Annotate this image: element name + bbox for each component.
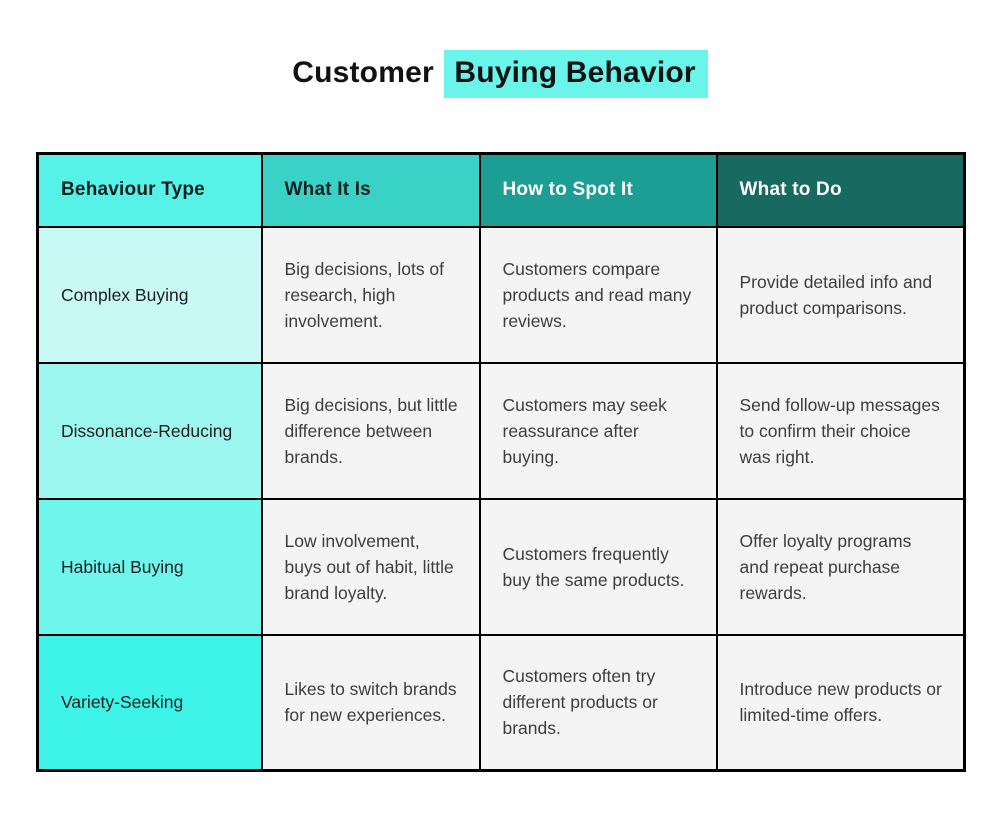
what-to-do-cell: Provide detailed info and product compar… bbox=[715, 225, 966, 364]
header-how-to-spot-it: How to Spot It bbox=[478, 152, 718, 228]
title-prefix: Customer bbox=[292, 56, 434, 89]
table-row: Variety-Seeking Likes to switch brands f… bbox=[36, 633, 966, 772]
behaviour-type-cell: Complex Buying bbox=[36, 225, 263, 364]
table-row: Habitual Buying Low involvement, buys ou… bbox=[36, 497, 966, 636]
how-to-spot-it-cell: Customers often try different products o… bbox=[478, 633, 718, 772]
title-highlight: Buying Behavior bbox=[444, 50, 708, 98]
header-behaviour-type: Behaviour Type bbox=[36, 152, 263, 228]
how-to-spot-it-cell: Customers may seek reassurance after buy… bbox=[478, 361, 718, 500]
how-to-spot-it-cell: Customers frequently buy the same produc… bbox=[478, 497, 718, 636]
what-to-do-cell: Offer loyalty programs and repeat purcha… bbox=[715, 497, 966, 636]
header-what-it-is: What It Is bbox=[260, 152, 481, 228]
behaviour-type-cell: Habitual Buying bbox=[36, 497, 263, 636]
behaviour-type-cell: Dissonance-Reducing bbox=[36, 361, 263, 500]
what-to-do-cell: Send follow-up messages to confirm their… bbox=[715, 361, 966, 500]
table-row: Dissonance-Reducing Big decisions, but l… bbox=[36, 361, 966, 500]
what-it-is-cell: Likes to switch brands for new experienc… bbox=[260, 633, 481, 772]
how-to-spot-it-cell: Customers compare products and read many… bbox=[478, 225, 718, 364]
what-it-is-cell: Low involvement, buys out of habit, litt… bbox=[260, 497, 481, 636]
what-it-is-cell: Big decisions, lots of research, high in… bbox=[260, 225, 481, 364]
header-what-to-do: What to Do bbox=[715, 152, 966, 228]
buying-behavior-table: Behaviour Type What It Is How to Spot It… bbox=[36, 152, 966, 772]
table-row: Complex Buying Big decisions, lots of re… bbox=[36, 225, 966, 364]
table-header-row: Behaviour Type What It Is How to Spot It… bbox=[36, 152, 966, 228]
what-it-is-cell: Big decisions, but little difference bet… bbox=[260, 361, 481, 500]
what-to-do-cell: Introduce new products or limited-time o… bbox=[715, 633, 966, 772]
behaviour-type-cell: Variety-Seeking bbox=[36, 633, 263, 772]
page-title: Customer Buying Behavior bbox=[0, 50, 1000, 98]
